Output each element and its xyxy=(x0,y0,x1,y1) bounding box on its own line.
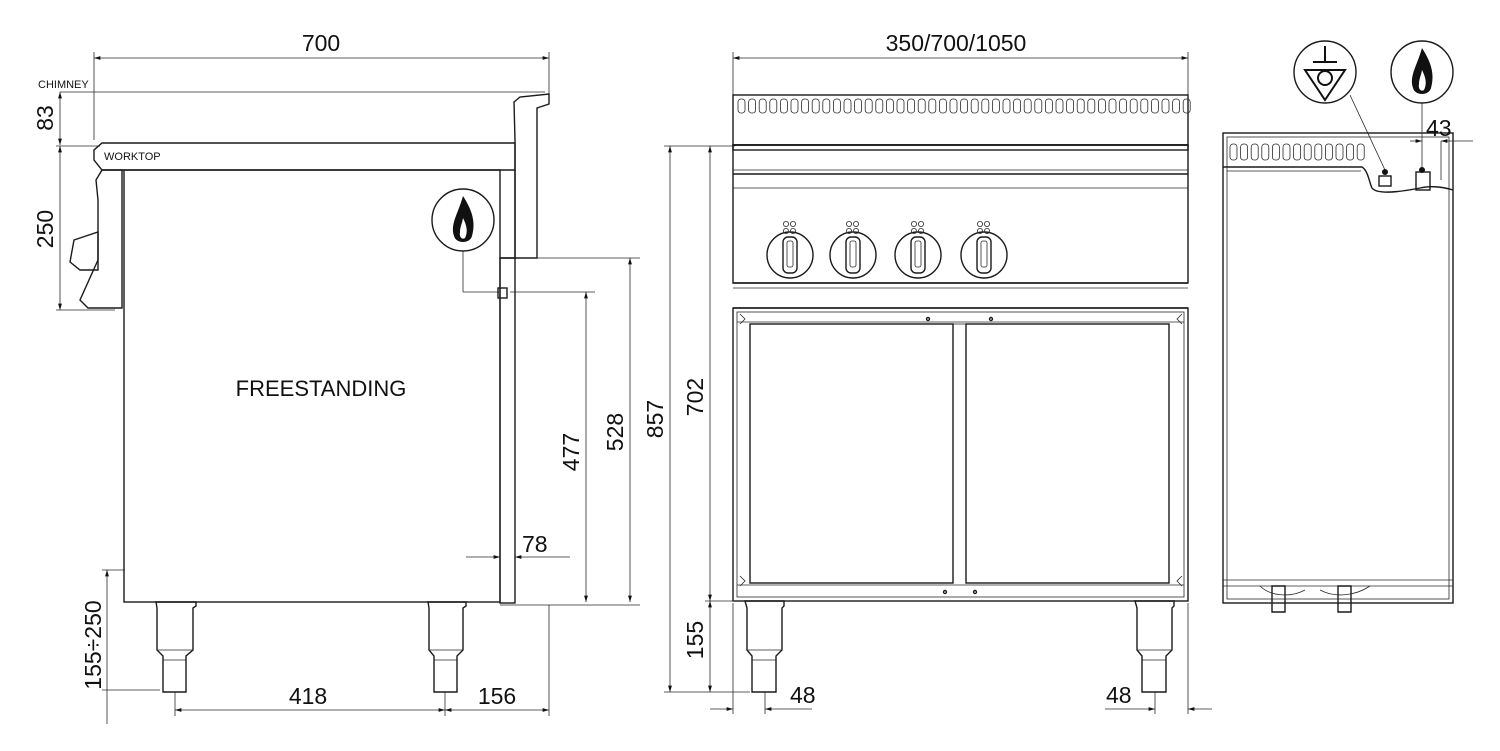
vent-slot xyxy=(907,98,915,114)
vent-slot xyxy=(822,98,831,114)
vent-slot xyxy=(1098,98,1106,114)
vent-slot xyxy=(843,98,852,114)
vent-slot xyxy=(833,98,841,114)
rear-view: 43 xyxy=(1222,40,1473,613)
vent-slot xyxy=(1335,143,1344,161)
vent-slot xyxy=(748,98,756,114)
vent-slot xyxy=(1140,98,1149,114)
vent-slot xyxy=(1002,98,1011,114)
vent-slot xyxy=(780,98,788,114)
control-knob[interactable] xyxy=(766,220,814,279)
vent-slot xyxy=(1229,143,1238,161)
side-width-dim: 700 xyxy=(302,30,340,56)
inlet-height-528-dim: 528 xyxy=(602,413,628,451)
vent-slot xyxy=(875,98,884,114)
vent-slot xyxy=(1346,143,1354,161)
hob-indicator-icon xyxy=(783,220,790,227)
hob-indicator-icon xyxy=(911,220,918,227)
side-view: 700 CHIMNEY 83 250 WORKTOP FREESTANDING xyxy=(32,30,640,724)
vent-slot xyxy=(737,98,746,114)
vent-slot xyxy=(1261,143,1270,161)
side-leg-rear xyxy=(427,601,467,693)
vent-slot xyxy=(1119,98,1127,114)
vent-slot xyxy=(992,98,1000,114)
vent-slot xyxy=(1314,143,1323,161)
vent-slot xyxy=(928,98,937,114)
chimney-label: CHIMNEY xyxy=(38,79,89,91)
equipotential-icon xyxy=(1303,46,1347,102)
door-right xyxy=(965,323,1170,584)
chimney-height-dim: 83 xyxy=(32,105,58,131)
vent-slot xyxy=(1250,143,1259,161)
panel-height-dim: 250 xyxy=(32,210,58,248)
door-left xyxy=(749,323,954,584)
vent-slot xyxy=(917,98,926,114)
vent-slot xyxy=(970,98,979,114)
vent-slot xyxy=(1240,143,1248,161)
rear-offset-dim: 156 xyxy=(478,683,516,709)
vent-slot xyxy=(1293,143,1301,161)
vent-slot xyxy=(1172,98,1180,114)
vent-slot xyxy=(1303,143,1312,161)
vent-slot xyxy=(1066,98,1074,114)
front-leg-right xyxy=(1134,600,1175,693)
inlet-height-477-dim: 477 xyxy=(558,433,584,471)
rear-vent-slots xyxy=(1229,143,1365,161)
vent-slot xyxy=(886,98,894,114)
vent-slot xyxy=(1055,98,1064,114)
vent-slot xyxy=(896,98,905,114)
front-leg-height-dim: 155 xyxy=(682,621,708,659)
vent-slot xyxy=(1045,98,1053,114)
vent-slot xyxy=(854,98,862,114)
vent-slot xyxy=(1151,98,1159,114)
vent-slot xyxy=(1182,98,1191,114)
vent-slot xyxy=(1356,143,1365,161)
inlet-offset-dim: 78 xyxy=(522,531,548,557)
vent-slot xyxy=(960,98,968,114)
side-leg-front xyxy=(155,601,197,693)
vent-slot xyxy=(939,98,947,114)
vent-slot xyxy=(1129,98,1138,114)
vent-slot xyxy=(811,98,820,114)
vent-slot xyxy=(1161,98,1170,114)
vent-slot xyxy=(1034,98,1043,114)
vent-slot xyxy=(949,98,958,114)
hob-indicator-icon xyxy=(846,220,853,227)
vent-slots xyxy=(737,98,1191,114)
leg-right-offset-dim: 48 xyxy=(1106,682,1132,708)
leg-height-dim: 155÷250 xyxy=(80,600,106,689)
vent-slot xyxy=(1087,98,1096,114)
control-knob[interactable] xyxy=(829,220,877,279)
vent-slot xyxy=(1023,98,1032,114)
gas-flame-icon xyxy=(452,196,474,242)
vent-slot xyxy=(981,98,990,114)
gas-flame-icon xyxy=(1411,48,1433,94)
body-height-dim: 702 xyxy=(682,378,708,416)
leg-left-offset-dim: 48 xyxy=(790,682,816,708)
vent-slot xyxy=(1272,143,1280,161)
control-knob[interactable] xyxy=(894,220,942,279)
vent-slot xyxy=(758,98,767,114)
front-view: 350/700/1050 xyxy=(642,30,1212,714)
hob-indicator-icon xyxy=(977,220,984,227)
vent-slot xyxy=(1282,143,1291,161)
vent-slot xyxy=(1076,98,1085,114)
freestanding-label: FREESTANDING xyxy=(236,376,407,401)
vent-slot xyxy=(1013,98,1021,114)
vent-slot xyxy=(801,98,809,114)
control-knobs xyxy=(766,220,1008,279)
leg-spacing-dim: 418 xyxy=(289,683,327,709)
vent-slot xyxy=(864,98,873,114)
vent-slot xyxy=(1108,98,1117,114)
control-knob[interactable] xyxy=(960,220,1008,279)
total-height-dim: 857 xyxy=(642,400,668,438)
worktop-label: WORKTOP xyxy=(104,151,161,163)
vent-slot xyxy=(1325,143,1333,161)
vent-slot xyxy=(790,98,799,114)
front-leg-left xyxy=(744,600,785,693)
front-width-dim: 350/700/1050 xyxy=(886,30,1027,56)
gas-offset-dim: 43 xyxy=(1426,115,1452,141)
vent-slot xyxy=(769,98,778,114)
